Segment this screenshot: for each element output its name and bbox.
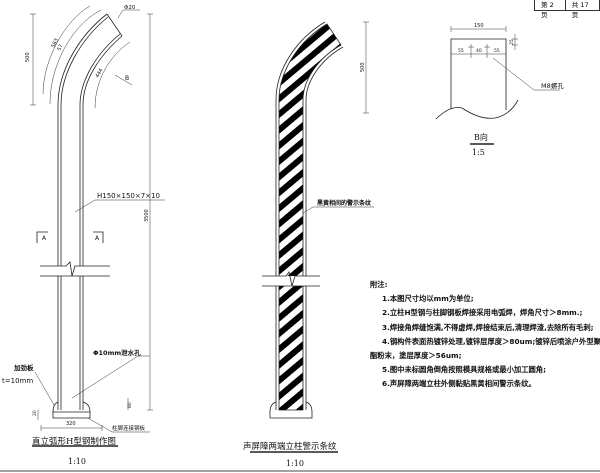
note-item: 4.钢构件表面热镀锌处理,镀锌层厚度＞80um;镀锌后喷涂户外型聚 bbox=[382, 336, 600, 346]
section-mark-left: A bbox=[42, 235, 47, 242]
page-total: 共 17 页 bbox=[564, 0, 599, 19]
bolt-hole-label: M8螺孔 bbox=[541, 81, 564, 90]
dim-500: 500 bbox=[25, 52, 31, 62]
left-drawing-scale: 1:10 bbox=[68, 457, 86, 466]
page-number: 第 2 页 bbox=[541, 1, 554, 19]
drain-hole-label: Φ10mm泄水孔 bbox=[93, 348, 141, 357]
striped-post bbox=[250, 21, 374, 453]
stiffener-thickness: t=10mm bbox=[2, 377, 33, 385]
dim-583: 583 bbox=[50, 38, 59, 49]
dim-320: 320 bbox=[66, 421, 76, 427]
b-view-scale: 1:5 bbox=[472, 148, 485, 157]
b-view bbox=[435, 26, 560, 145]
note-item: 6.声屏障两端立柱外侧黏贴黑黄相间警示条纹。 bbox=[382, 379, 536, 389]
notes-heading: 附注: bbox=[370, 280, 388, 289]
dim-55-right: 55 bbox=[494, 48, 500, 54]
section-mark-right: A bbox=[95, 235, 100, 242]
base-plate-label: 柱脚连接钢板 bbox=[112, 424, 146, 432]
note-item: 3.焊接角焊缝饱满,不得虚焊,焊接结束后,清理焊渣,去除所有毛刺; bbox=[382, 322, 594, 332]
b-view-title: B向 bbox=[474, 132, 488, 142]
section-profile: H150×150×7×10 bbox=[97, 192, 160, 200]
stripe-label: 黑黄相间的警示条纹 bbox=[317, 199, 372, 207]
dim-80: 80 bbox=[127, 402, 133, 408]
left-post bbox=[30, 5, 165, 447]
note-item: 5.图中未标圆角倒角按照模具规格或最小加工圆角; bbox=[382, 365, 546, 375]
dim-444: 444 bbox=[95, 68, 105, 79]
dim-57: 57 bbox=[56, 44, 64, 52]
dim-55-left: 55 bbox=[458, 48, 464, 54]
dim-20: 20 bbox=[32, 410, 38, 416]
dim-40: 40 bbox=[476, 48, 482, 54]
note-item: 酯粉末，塗层厚度＞56um; bbox=[370, 351, 462, 361]
left-drawing-title: 直立弧形H型钢制作图 bbox=[32, 436, 116, 447]
dim-3500: 3500 bbox=[144, 209, 150, 222]
dim-25: 25 bbox=[509, 39, 515, 45]
middle-drawing-scale: 1:10 bbox=[286, 459, 304, 468]
middle-drawing-title: 声屏障两端立柱警示条纹 bbox=[243, 441, 337, 452]
notes: 附注: 1.本图尺寸均以mm为单位; 2.立柱H型钢与柱脚钢板焊接采用电弧焊，焊… bbox=[370, 278, 600, 392]
note-item: 1.本图尺寸均以mm为单位; bbox=[382, 294, 474, 304]
dim-150: 150 bbox=[474, 23, 484, 29]
hole-label: Φ20 bbox=[124, 5, 136, 11]
mid-dim-500: 500 bbox=[360, 62, 366, 72]
note-item: 2.立柱H型钢与柱脚钢板焊接采用电弧焊，焊角尺寸＞8mm.; bbox=[382, 308, 583, 318]
b-arrow-label: B bbox=[125, 75, 129, 82]
stiffener-label: 加劲板 bbox=[13, 363, 34, 372]
